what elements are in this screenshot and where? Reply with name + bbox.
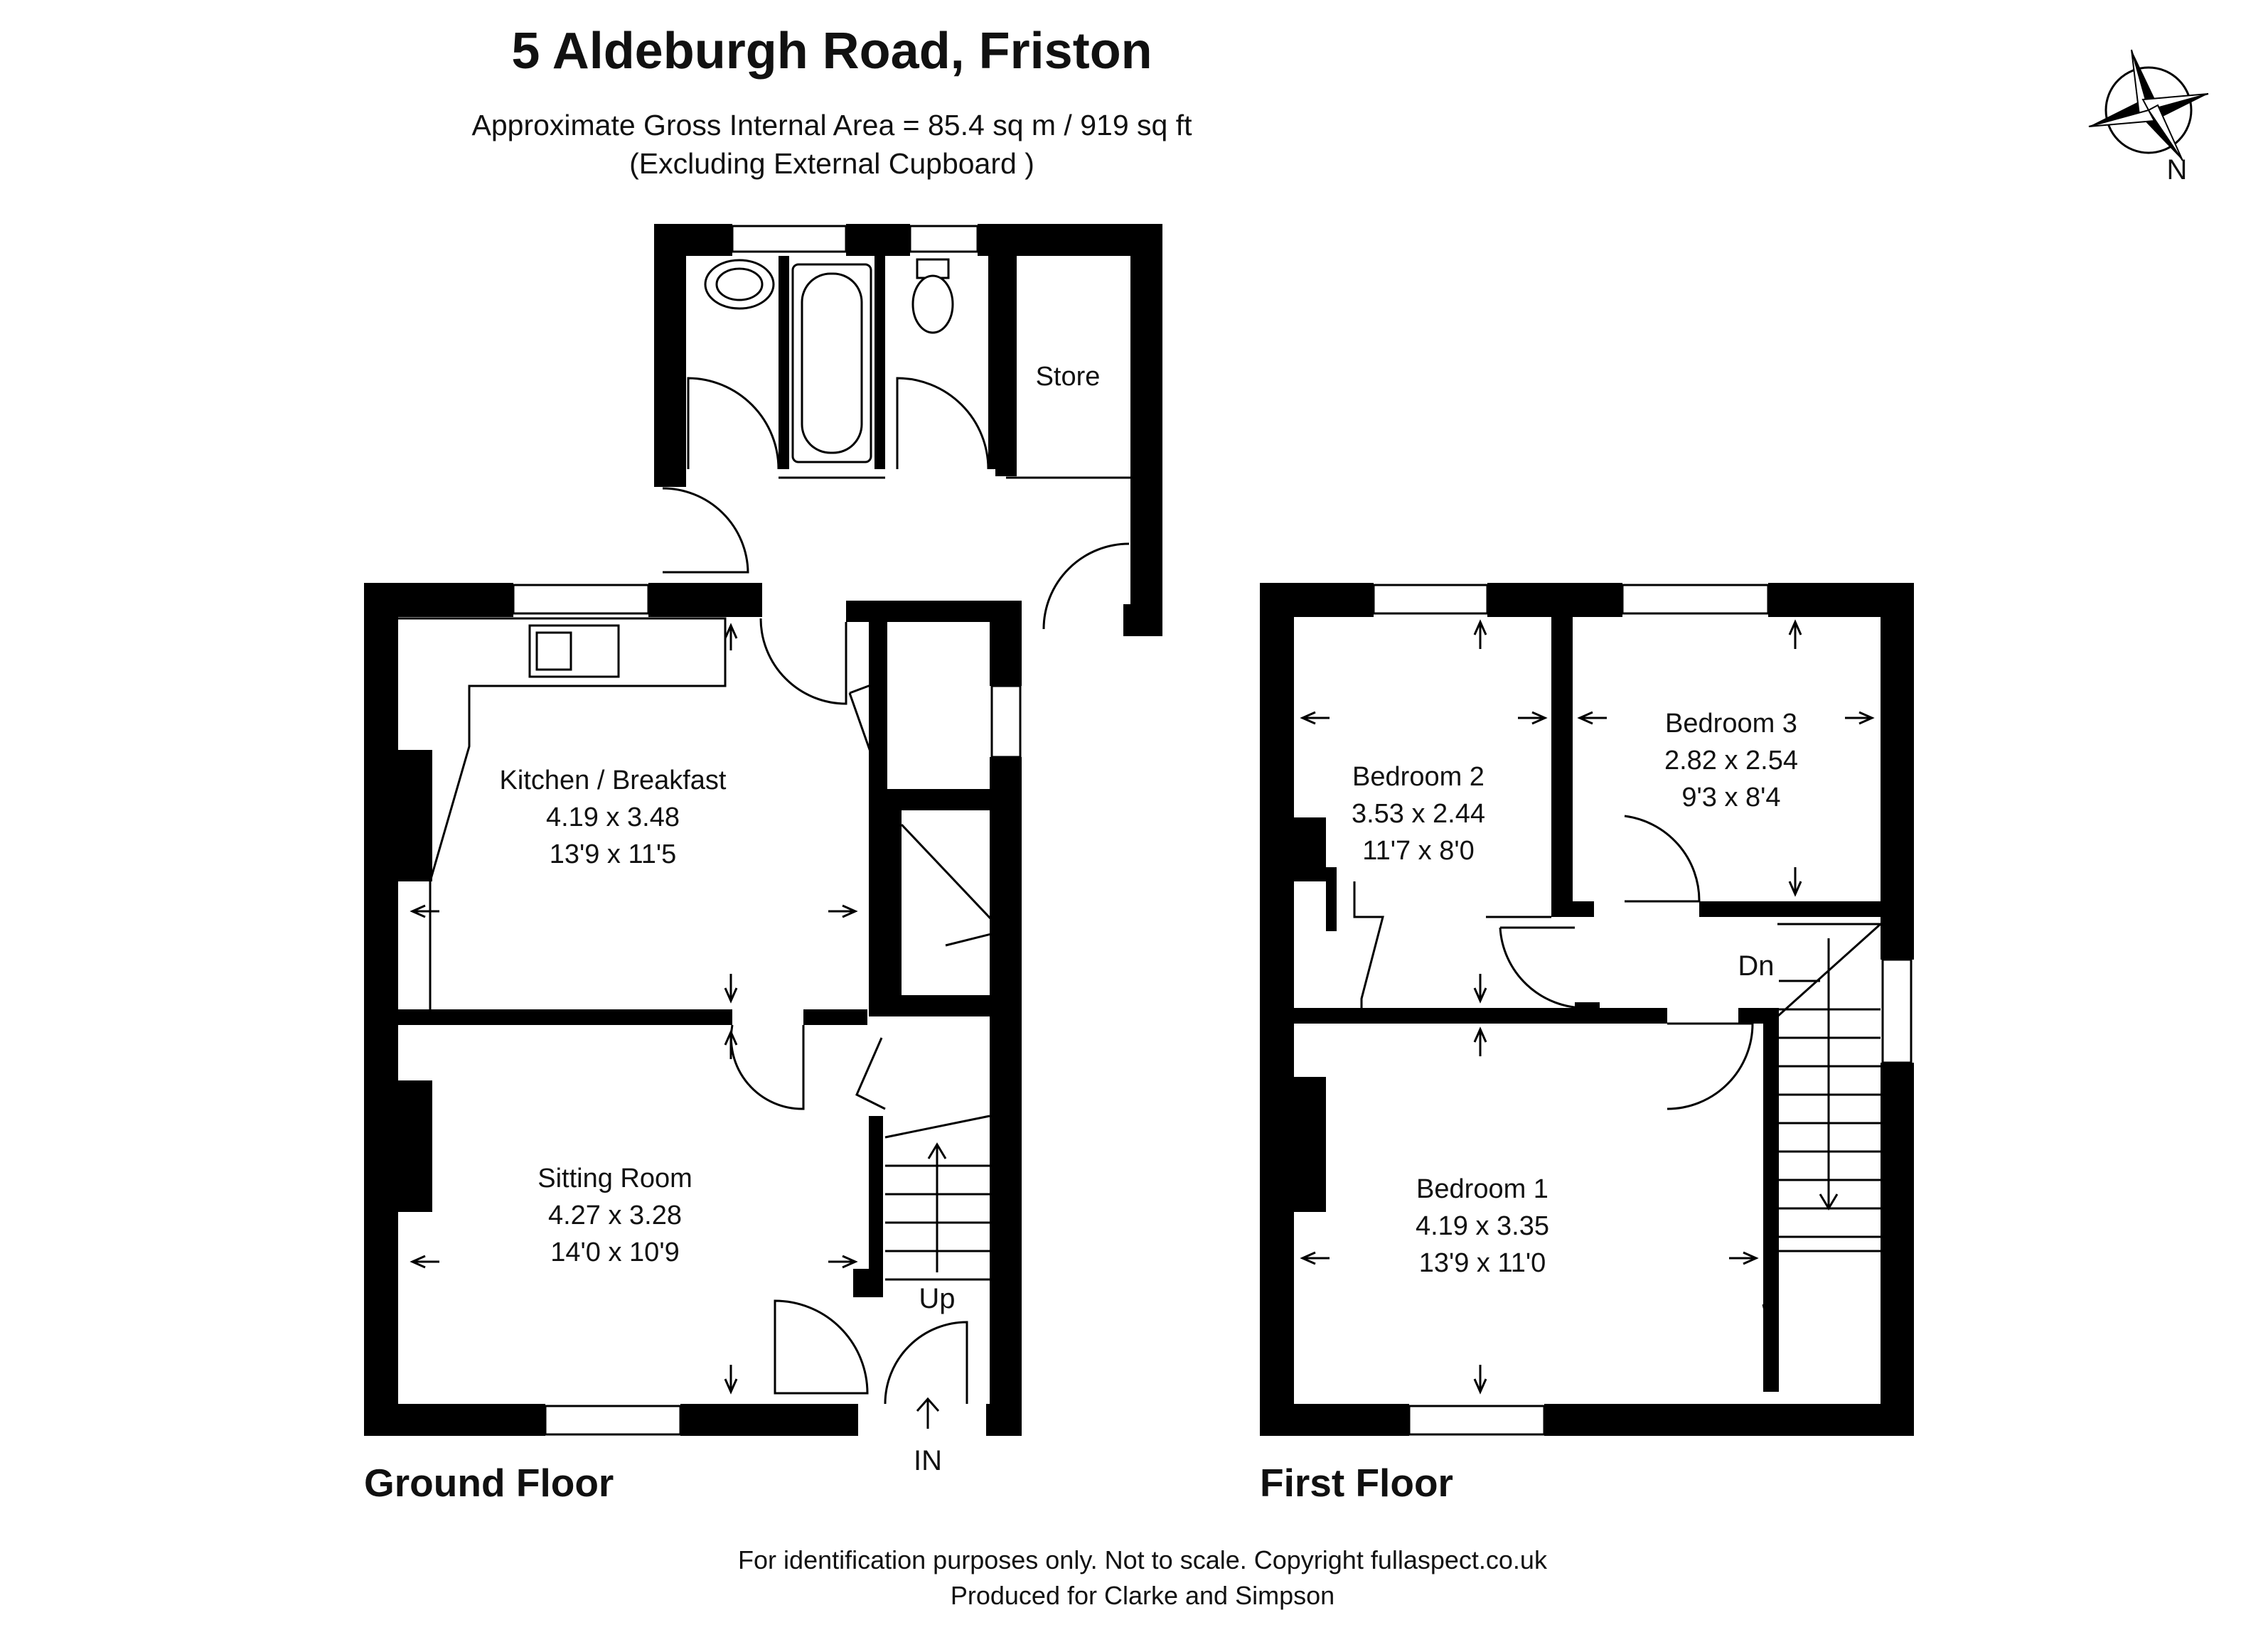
first-stairs-label: Dn <box>1738 950 1774 982</box>
area-line: Approximate Gross Internal Area = 85.4 s… <box>472 109 1193 141</box>
sink-icon <box>528 624 620 678</box>
ground-floor-plan: Store <box>364 224 1162 1476</box>
bedroom2-imperial: 11'7 x 8'0 <box>1362 836 1474 866</box>
bathtub-icon <box>791 263 872 463</box>
bedroom2-name: Bedroom 2 <box>1352 762 1485 792</box>
bedroom2-metric: 3.53 x 2.44 <box>1352 799 1485 829</box>
store-label: Store <box>1036 362 1101 392</box>
page-title: 5 Aldeburgh Road, Friston <box>511 23 1152 80</box>
bedroom3-imperial: 9'3 x 8'4 <box>1681 783 1780 812</box>
entrance-label: IN <box>914 1445 942 1476</box>
footer-disclaimer: For identification purposes only. Not to… <box>738 1545 1548 1574</box>
compass-icon <box>2088 49 2209 161</box>
sitting-room-metric: 4.27 x 3.28 <box>548 1201 682 1230</box>
dimension-arrows <box>1300 619 1875 1395</box>
ground-floor-label: Ground Floor <box>364 1461 614 1505</box>
first-floor-label: First Floor <box>1260 1461 1453 1505</box>
basin-icon <box>704 259 775 310</box>
bedroom1-imperial: 13'9 x 11'0 <box>1419 1248 1546 1278</box>
footer-producer: Produced for Clarke and Simpson <box>951 1581 1334 1610</box>
bedroom1-name: Bedroom 1 <box>1416 1174 1548 1204</box>
staircase-icon <box>1776 923 1883 1211</box>
area-note: (Excluding External Cupboard ) <box>629 147 1034 180</box>
kitchen-metric: 4.19 x 3.48 <box>546 803 680 832</box>
kitchen-imperial: 13'9 x 11'5 <box>550 839 677 869</box>
bedroom3-name: Bedroom 3 <box>1665 709 1797 739</box>
bedroom1-metric: 4.19 x 3.35 <box>1416 1211 1549 1241</box>
sitting-room-imperial: 14'0 x 10'9 <box>550 1238 679 1267</box>
compass-north-label: N <box>2167 154 2188 186</box>
staircase-icon <box>884 1115 990 1281</box>
ground-stairs-label: Up <box>919 1283 955 1314</box>
first-floor-plan: Dn Bedroom 2 3.53 x 2.44 11'7 x 8'0 Bedr… <box>1260 583 1914 1436</box>
sitting-room-name: Sitting Room <box>537 1164 692 1193</box>
bedroom3-metric: 2.82 x 2.54 <box>1664 746 1798 776</box>
kitchen-name: Kitchen / Breakfast <box>500 766 727 795</box>
entrance-arrow-icon <box>916 1397 940 1429</box>
dimension-arrows <box>410 623 858 1395</box>
